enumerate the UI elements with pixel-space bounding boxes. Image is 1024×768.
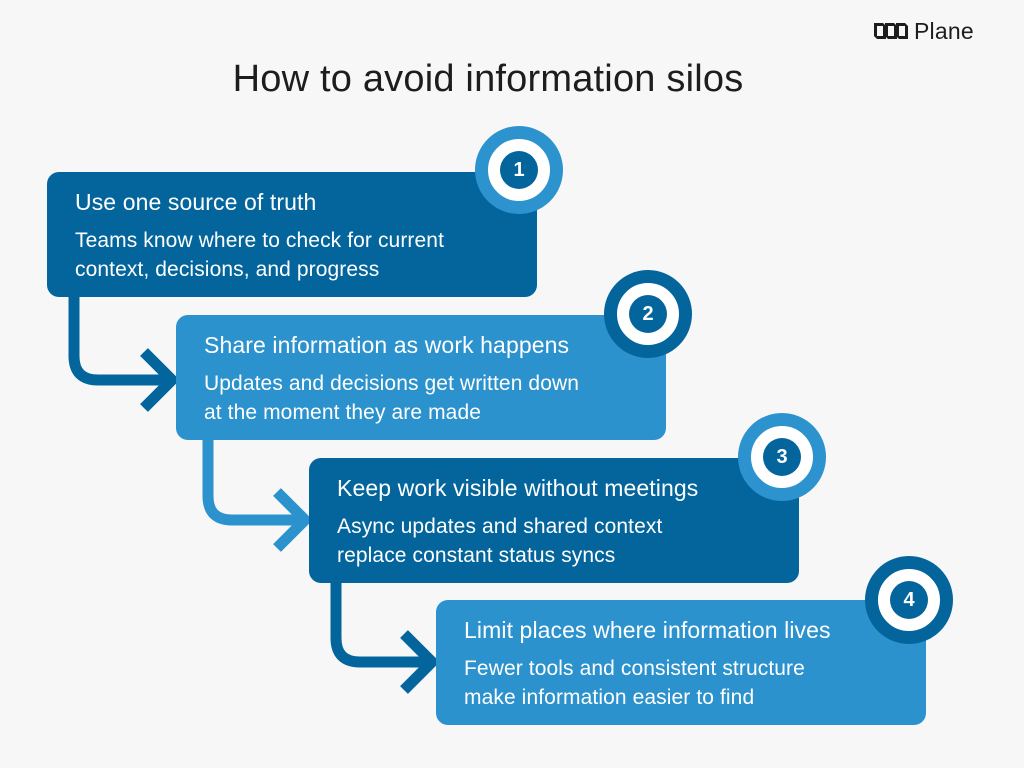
step-number: 3 (763, 438, 801, 476)
step-description-line: make information easier to find (464, 686, 755, 709)
page-title: How to avoid information silos (232, 58, 744, 100)
step-description-line: replace constant status syncs (337, 544, 616, 567)
step-description-line: Updates and decisions get written down (204, 372, 580, 395)
step-description-line: Fewer tools and consistent structure (464, 657, 805, 680)
step-number-badge-2: 2 (604, 270, 692, 358)
step-description-line: at the moment they are made (204, 401, 482, 424)
arrow-2-to-3-icon (202, 438, 313, 552)
step-number-badge-1: 1 (475, 126, 563, 214)
step-number-badge-4: 4 (865, 556, 953, 644)
step-description: Async updates and shared context replace… (337, 512, 799, 570)
step-card-1: Use one source of truth Teams know where… (47, 172, 537, 297)
step-number: 4 (890, 581, 928, 619)
step-card-3: Keep work visible without meetings Async… (309, 458, 799, 583)
step-card-2: Share information as work happens Update… (176, 315, 666, 440)
step-number: 2 (629, 295, 667, 333)
step-title: Use one source of truth (75, 189, 317, 215)
step-description-line: context, decisions, and progress (75, 258, 380, 281)
step-description-line: Teams know where to check for current (75, 229, 445, 252)
brand-logo: Plane (874, 17, 974, 45)
plane-logo-icon (874, 23, 908, 39)
step-description-line: Async updates and shared context (337, 515, 663, 538)
step-title: Keep work visible without meetings (337, 475, 699, 501)
step-description: Teams know where to check for current co… (75, 226, 537, 284)
step-description: Updates and decisions get written down a… (204, 369, 666, 427)
brand-name: Plane (914, 17, 974, 44)
step-description: Fewer tools and consistent structure mak… (464, 654, 926, 712)
step-card-4: Limit places where information lives Few… (436, 600, 926, 725)
step-title: Share information as work happens (204, 332, 570, 358)
arrow-1-to-2-icon (68, 294, 180, 412)
step-title: Limit places where information lives (464, 617, 831, 643)
arrow-3-to-4-icon (330, 581, 440, 694)
step-number-badge-3: 3 (738, 413, 826, 501)
step-number: 1 (500, 151, 538, 189)
